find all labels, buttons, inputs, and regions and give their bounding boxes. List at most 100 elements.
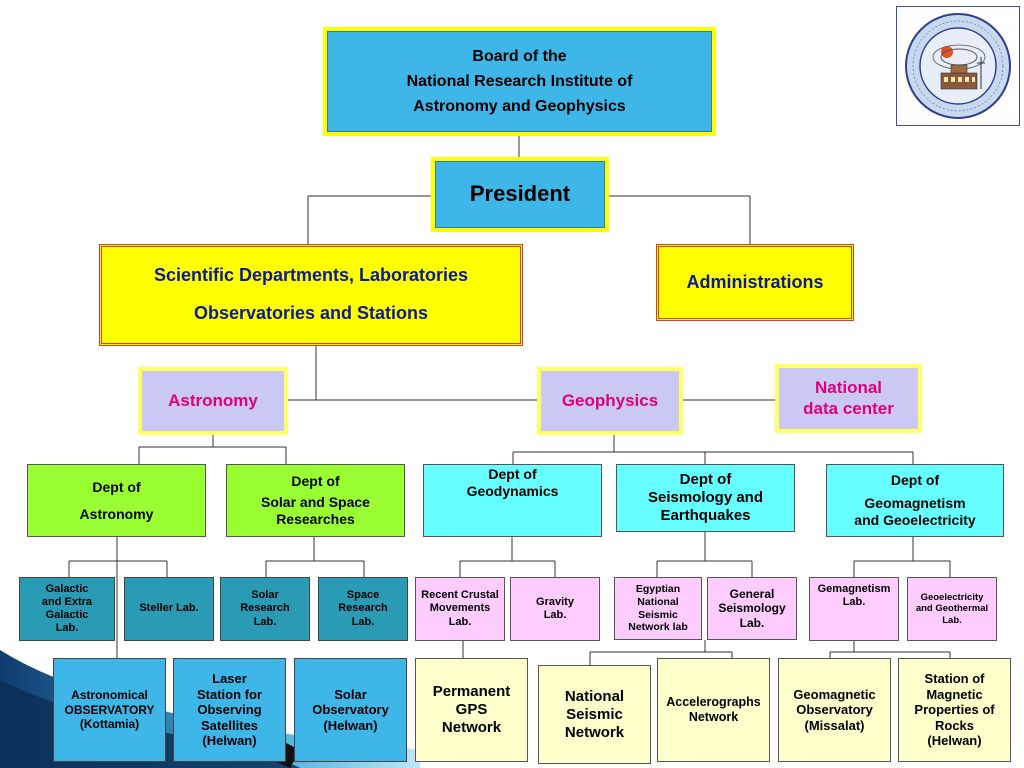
dept-geomagnetism-line-3: and Geoelectricity	[854, 511, 976, 528]
lab-geoelec-line-3: Lab.	[942, 614, 962, 626]
lab-solar-line-3: Lab.	[253, 615, 277, 628]
national-data-center-box: National data center	[775, 364, 922, 433]
lab-recent-crustal-box: Recent Crustal Movements Lab.	[415, 577, 505, 641]
st-laser-line-1: Laser	[212, 671, 247, 687]
station-laser-box: Laser Station for Observing Satellites (…	[173, 658, 286, 762]
lab-general-line-1: General	[729, 586, 775, 601]
st-mag-line-5: (Helwan)	[927, 733, 982, 749]
st-laser-line-2: Station for	[197, 686, 262, 702]
lab-crustal-line-1: Recent Crustal	[421, 589, 499, 602]
lab-gravity-box: Gravity Lab.	[510, 577, 600, 641]
st-astro-line-2: OBSERVATORY	[64, 702, 155, 717]
st-nsn-line-3: Network	[564, 723, 625, 741]
lab-steller-box: Steller Lab.	[124, 577, 214, 641]
st-mag-line-1: Station of	[924, 671, 985, 687]
lab-solar-research-box: Solar Research Lab.	[220, 577, 310, 641]
lab-geoelec-line-2: and Geothermal	[915, 603, 989, 615]
ndc-line-2: data center	[803, 398, 894, 418]
lab-galactic-line-1: Galactic	[45, 582, 89, 595]
lab-general-seismology-box: General Seismology Lab.	[707, 577, 797, 640]
scientific-line-2: Observatories and Stations	[193, 303, 429, 323]
dept-geomagnetism-box: Dept of Geomagnetism and Geoelectricity	[826, 464, 1004, 537]
dept-geodynamics-line-1: Dept of	[488, 466, 537, 482]
dept-seismology-line-2: Seismology and	[647, 489, 764, 506]
dept-astronomy-box: Dept of Astronomy	[27, 464, 206, 537]
station-magnetic-properties-box: Station of Magnetic Properties of Rocks …	[898, 658, 1011, 762]
institute-logo	[896, 6, 1020, 126]
board-line-2: National Research Institute of	[406, 72, 633, 90]
lab-space-line-1: Space	[346, 589, 380, 602]
geophysics-label: Geophysics	[561, 390, 659, 410]
station-accelerographs-box: Accelerographs Network	[657, 658, 770, 762]
lab-geoelec-line-1: Geoelectricity	[920, 591, 984, 603]
st-laser-line-5: (Helwan)	[202, 733, 257, 749]
lab-egyptian-seismic-box: Egyptian National Seismic Network lab	[614, 577, 702, 640]
st-gps-line-1: Permanent	[432, 683, 511, 700]
station-permanent-gps-box: Permanent GPS Network	[415, 658, 528, 762]
dept-solar-box: Dept of Solar and Space Researches	[226, 464, 405, 537]
lab-general-line-3: Lab.	[739, 615, 765, 630]
president-inner: President	[435, 161, 605, 228]
lab-geoelectricity-box: Geoelectricity and Geothermal Lab.	[907, 577, 997, 641]
st-nsn-line-2: Seismic	[566, 705, 623, 723]
station-astronomical-observatory-box: Astronomical OBSERVATORY (Kottamia)	[53, 658, 166, 762]
lab-galactic-line-3: Galactic	[45, 609, 89, 621]
dept-solar-line-3: Researches	[276, 510, 355, 527]
lab-galactic-line-4: Lab.	[55, 622, 79, 635]
lab-egyptian-line-2: National	[637, 595, 679, 608]
lab-steller-label: Steller Lab.	[139, 602, 199, 615]
board-inner: Board of the National Research Institute…	[327, 31, 712, 132]
dept-astronomy-line-1: Dept of	[92, 478, 141, 495]
lab-gravity-line-1: Gravity	[536, 595, 574, 608]
president-box: President	[431, 157, 609, 232]
dept-solar-line-2: Solar and Space	[261, 494, 370, 511]
lab-space-research-box: Space Research Lab.	[318, 577, 408, 641]
st-solar-line-2: Observatory	[312, 702, 389, 718]
dept-seismology-line-3: Earthquakes	[660, 507, 751, 524]
board-box: Board of the National Research Institute…	[323, 27, 716, 136]
board-line-1: Board of the	[472, 47, 567, 65]
lab-egyptian-line-4: Network lab	[628, 621, 688, 634]
lab-space-line-2: Research	[338, 602, 388, 615]
st-laser-line-4: Satellites	[200, 717, 259, 733]
astronomy-label: Astronomy	[168, 390, 258, 410]
st-laser-line-3: Observing	[197, 702, 262, 718]
lab-general-line-2: Seismology	[718, 601, 786, 616]
lab-crustal-line-2: Movements	[429, 602, 491, 615]
lab-egyptian-line-1: Egyptian	[635, 583, 681, 596]
geophysics-box: Geophysics	[537, 367, 683, 435]
dept-astronomy-line-2: Astronomy	[79, 505, 154, 522]
station-solar-observatory-box: Solar Observatory (Helwan)	[294, 658, 407, 762]
lab-galactic-line-2: and Extra	[41, 595, 93, 608]
st-mag-line-2: Magnetic	[926, 686, 983, 702]
st-astro-line-1: Astronomical	[71, 688, 148, 703]
st-acc-line-1: Accelerographs	[666, 695, 761, 709]
st-acc-line-2: Network	[688, 710, 739, 724]
dept-geomagnetism-line-2: Geomagnetism	[864, 495, 966, 512]
st-solar-line-1: Solar	[334, 686, 367, 702]
scientific-departments-box: Scientific Departments, Laboratories Obs…	[99, 244, 523, 346]
st-mag-line-4: Rocks	[934, 717, 975, 733]
dept-seismology-box: Dept of Seismology and Earthquakes	[616, 464, 795, 532]
st-gps-line-2: GPS	[455, 701, 488, 718]
st-geomag-line-2: Observatory	[796, 702, 873, 718]
lab-gemag-line-2: Lab.	[842, 596, 866, 609]
board-line-3: Astronomy and Geophysics	[413, 98, 626, 116]
st-mag-line-3: Properties of	[914, 702, 995, 718]
administrations-box: Administrations	[656, 244, 854, 321]
astronomy-box: Astronomy	[138, 367, 288, 435]
st-geomag-line-3: (Missalat)	[804, 717, 865, 733]
st-nsn-line-1: National	[564, 687, 625, 705]
administrations-label: Administrations	[686, 271, 824, 292]
scientific-line-1: Scientific Departments, Laboratories	[153, 265, 469, 286]
lab-gemagnetism-box: Gemagnetism Lab.	[809, 577, 899, 641]
dept-solar-line-1: Dept of	[291, 473, 340, 490]
lab-solar-line-1: Solar	[251, 589, 279, 602]
lab-gemag-line-1: Gemagnetism	[817, 583, 891, 595]
lab-gravity-line-2: Lab.	[543, 609, 567, 621]
station-national-seismic-box: National Seismic Network	[538, 665, 651, 764]
dept-geomagnetism-line-1: Dept of	[890, 472, 940, 489]
station-geomagnetic-observatory-box: Geomagnetic Observatory (Missalat)	[778, 658, 891, 762]
st-solar-line-3: (Helwan)	[323, 717, 378, 733]
